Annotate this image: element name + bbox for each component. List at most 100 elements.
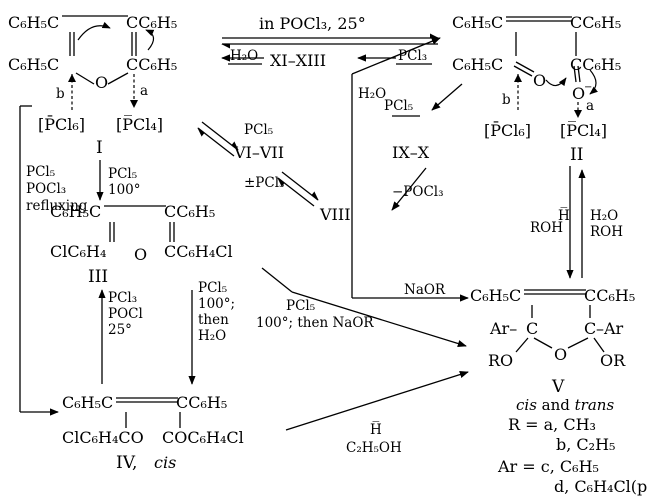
compound-II-c1: C₆H₅C [452, 13, 503, 32]
arrow-VI-to-VIII-reverse [277, 177, 315, 207]
compound-IV: C₆H₅C CC₆H₅ ClC₆H₄CO COC₆H₄Cl IV, cis [62, 393, 244, 473]
legend-ar-c: Ar = c, C₆H₅ [497, 457, 599, 476]
compound-V-alkoxy-right: OR [600, 351, 626, 370]
minus-pocl3: −POCl₃ [392, 184, 444, 200]
intermediates-vi-vii: VI–VII [233, 143, 284, 162]
compound-I-c4: CC₆H₅ [126, 55, 177, 74]
compound-IV-stereo: cis [154, 453, 176, 472]
naor-label: NaOR [404, 282, 446, 298]
compound-I-curved-arrow-left [77, 21, 111, 41]
compound-V: C₆H₅C CC₆H₅ Ar– C C –Ar RO O OR V cis an… [470, 286, 648, 496]
compound-III-oxygen: O [134, 245, 147, 264]
compound-V-isomers: cis and trans [516, 396, 614, 414]
compound-II: C₆H₅C CC₆H₅ C₆H₅C CC₆H₅ O O − b a [P̄Cl₆… [452, 13, 621, 165]
left-cond-1: PCl₅ [26, 164, 55, 180]
compound-V-bond-o-right [567, 337, 589, 349]
top-condition-intermediates: XI–XIII [270, 51, 326, 70]
compound-I-bond-o-left [75, 72, 95, 85]
compound-I-bond-o-right [107, 72, 129, 85]
i-to-iii-temp: 100° [108, 182, 141, 198]
compound-II-dashed-b-head [514, 74, 522, 82]
compound-III-c2: CC₆H₅ [164, 202, 215, 221]
top-condition-solvent: in POCl₃, 25° [259, 14, 366, 33]
compound-II-c3: C₆H₅C [452, 55, 503, 74]
v-to-ii-alcohol: ROH [590, 224, 623, 240]
compound-II-co-bond-c [573, 65, 577, 83]
top-condition-water: H₂O [230, 48, 258, 64]
compound-V-c1: C₆H₅C [470, 286, 521, 305]
compound-IV-c1: C₆H₅C [62, 393, 113, 412]
compound-V-cis: cis [516, 396, 537, 414]
compound-V-oxygen: O [554, 345, 567, 364]
water-route: H₂O NaOR [351, 37, 469, 302]
compound-I-dashed-b-head [68, 74, 76, 82]
i-to-iii-reagent: PCl₅ [108, 166, 137, 182]
water-route-diagonal [351, 37, 441, 75]
pcl5-to-vi: PCl₅ [244, 122, 273, 138]
legend-ar-d: d, C₆H₄Cl(p) [554, 477, 648, 496]
iii-to-v-reagent: PCl₅ [286, 298, 315, 314]
iii-to-v-conditions: 100°; then NaOR [256, 315, 374, 331]
compound-II-co-bond-d [577, 65, 581, 83]
compound-II-label: II [570, 145, 583, 165]
iv-to-v-acid: H̅ [370, 422, 382, 438]
intermediates-ix-x: IX–X [392, 143, 430, 162]
compound-II-path-b: b [502, 92, 511, 108]
arrow-IV-to-V [285, 371, 469, 431]
compound-V-alkoxy-left: RO [488, 351, 513, 370]
compound-I-pcl4: [P̅Cl₄] [116, 114, 163, 134]
compound-I-pcl6: [P̄Cl₆] [38, 113, 85, 134]
compound-I-c1: C₆H₅C [8, 13, 59, 32]
arrow-I-to-VI-reverse [197, 127, 235, 157]
left-route: PCl₅ POCl₃ refluxing [19, 105, 88, 416]
left-cond-3: refluxing [26, 198, 88, 214]
compound-II-curved-arrow-1 [545, 77, 567, 87]
compound-V-bond-ro-left [515, 337, 529, 353]
compound-V-label: V [551, 377, 565, 397]
compound-V-aryl-right: –Ar [596, 319, 624, 338]
legend-r-b: b, C₂H₅ [556, 435, 615, 454]
compound-I-label: I [96, 138, 103, 158]
compound-I-path-b: b [56, 86, 65, 102]
compound-V-bond-ro-right [593, 337, 605, 353]
compound-II-c4: CC₆H₅ [570, 55, 621, 74]
top-equilibrium: in POCl₃, 25° H₂O XI–XIII PCl₃ [221, 14, 439, 70]
compound-III-c1: C₆H₅C [50, 202, 101, 221]
compound-I-dashed-a-head [130, 100, 138, 108]
compound-II-oxygen-2: O [572, 84, 585, 103]
arrow-II-to-IX [431, 83, 463, 111]
arrow-I-to-VI-forward [201, 121, 239, 151]
compound-II-pcl4: [P̅Cl₄] [560, 120, 607, 140]
compound-III: C₆H₅C CC₆H₅ ClC₆H₄ CC₆H₄Cl O III [50, 202, 233, 287]
compound-I-oxygen: O [95, 73, 108, 92]
iii-to-iv-reagent: PCl₅ [198, 280, 227, 296]
iv-to-v-ethanol: C₂H₅OH [346, 440, 402, 456]
compound-II-co-bond-b [515, 61, 535, 73]
iii-to-iv-water: H₂O [198, 328, 226, 344]
compound-I-c3: C₆H₅C [8, 55, 59, 74]
compound-V-and: and [537, 396, 575, 414]
compound-I-curved-arrow-right [145, 29, 155, 51]
pcl5-to-ix: PCl₅ [384, 98, 413, 114]
compound-III-label: III [88, 267, 108, 287]
compound-II-oxygen-1: O [533, 71, 546, 90]
arrow-VI-to-VIII-forward [281, 171, 319, 201]
compound-I-c2: CC₆H₅ [126, 13, 177, 32]
compound-II-c2: CC₆H₅ [570, 13, 621, 32]
compound-IV-c4: COC₆H₄Cl [162, 428, 244, 447]
ii-to-v-acid: H̅ [558, 208, 570, 224]
compound-V-c3: C [526, 319, 538, 338]
compound-V-c4: C [584, 319, 596, 338]
compound-V-trans: trans [575, 396, 615, 414]
compound-IV-c3: ClC₆H₄CO [62, 428, 144, 447]
iv-to-iii-temp: 25° [108, 322, 132, 338]
compound-II-pcl6: [P̄Cl₆] [484, 119, 531, 140]
compound-V-bond-o-left [533, 337, 553, 349]
intermediate-viii: VIII [319, 205, 351, 224]
left-cond-2: POCl₃ [26, 181, 66, 197]
compound-I: C₆H₅C CC₆H₅ C₆H₅C CC₆H₅ O b a [P̄Cl₆] [P… [8, 13, 177, 158]
compound-II-oxygen-charge: − [584, 82, 592, 93]
compound-V-aryl-left: Ar– [489, 319, 517, 338]
compound-II-co-bond-a [513, 65, 533, 77]
